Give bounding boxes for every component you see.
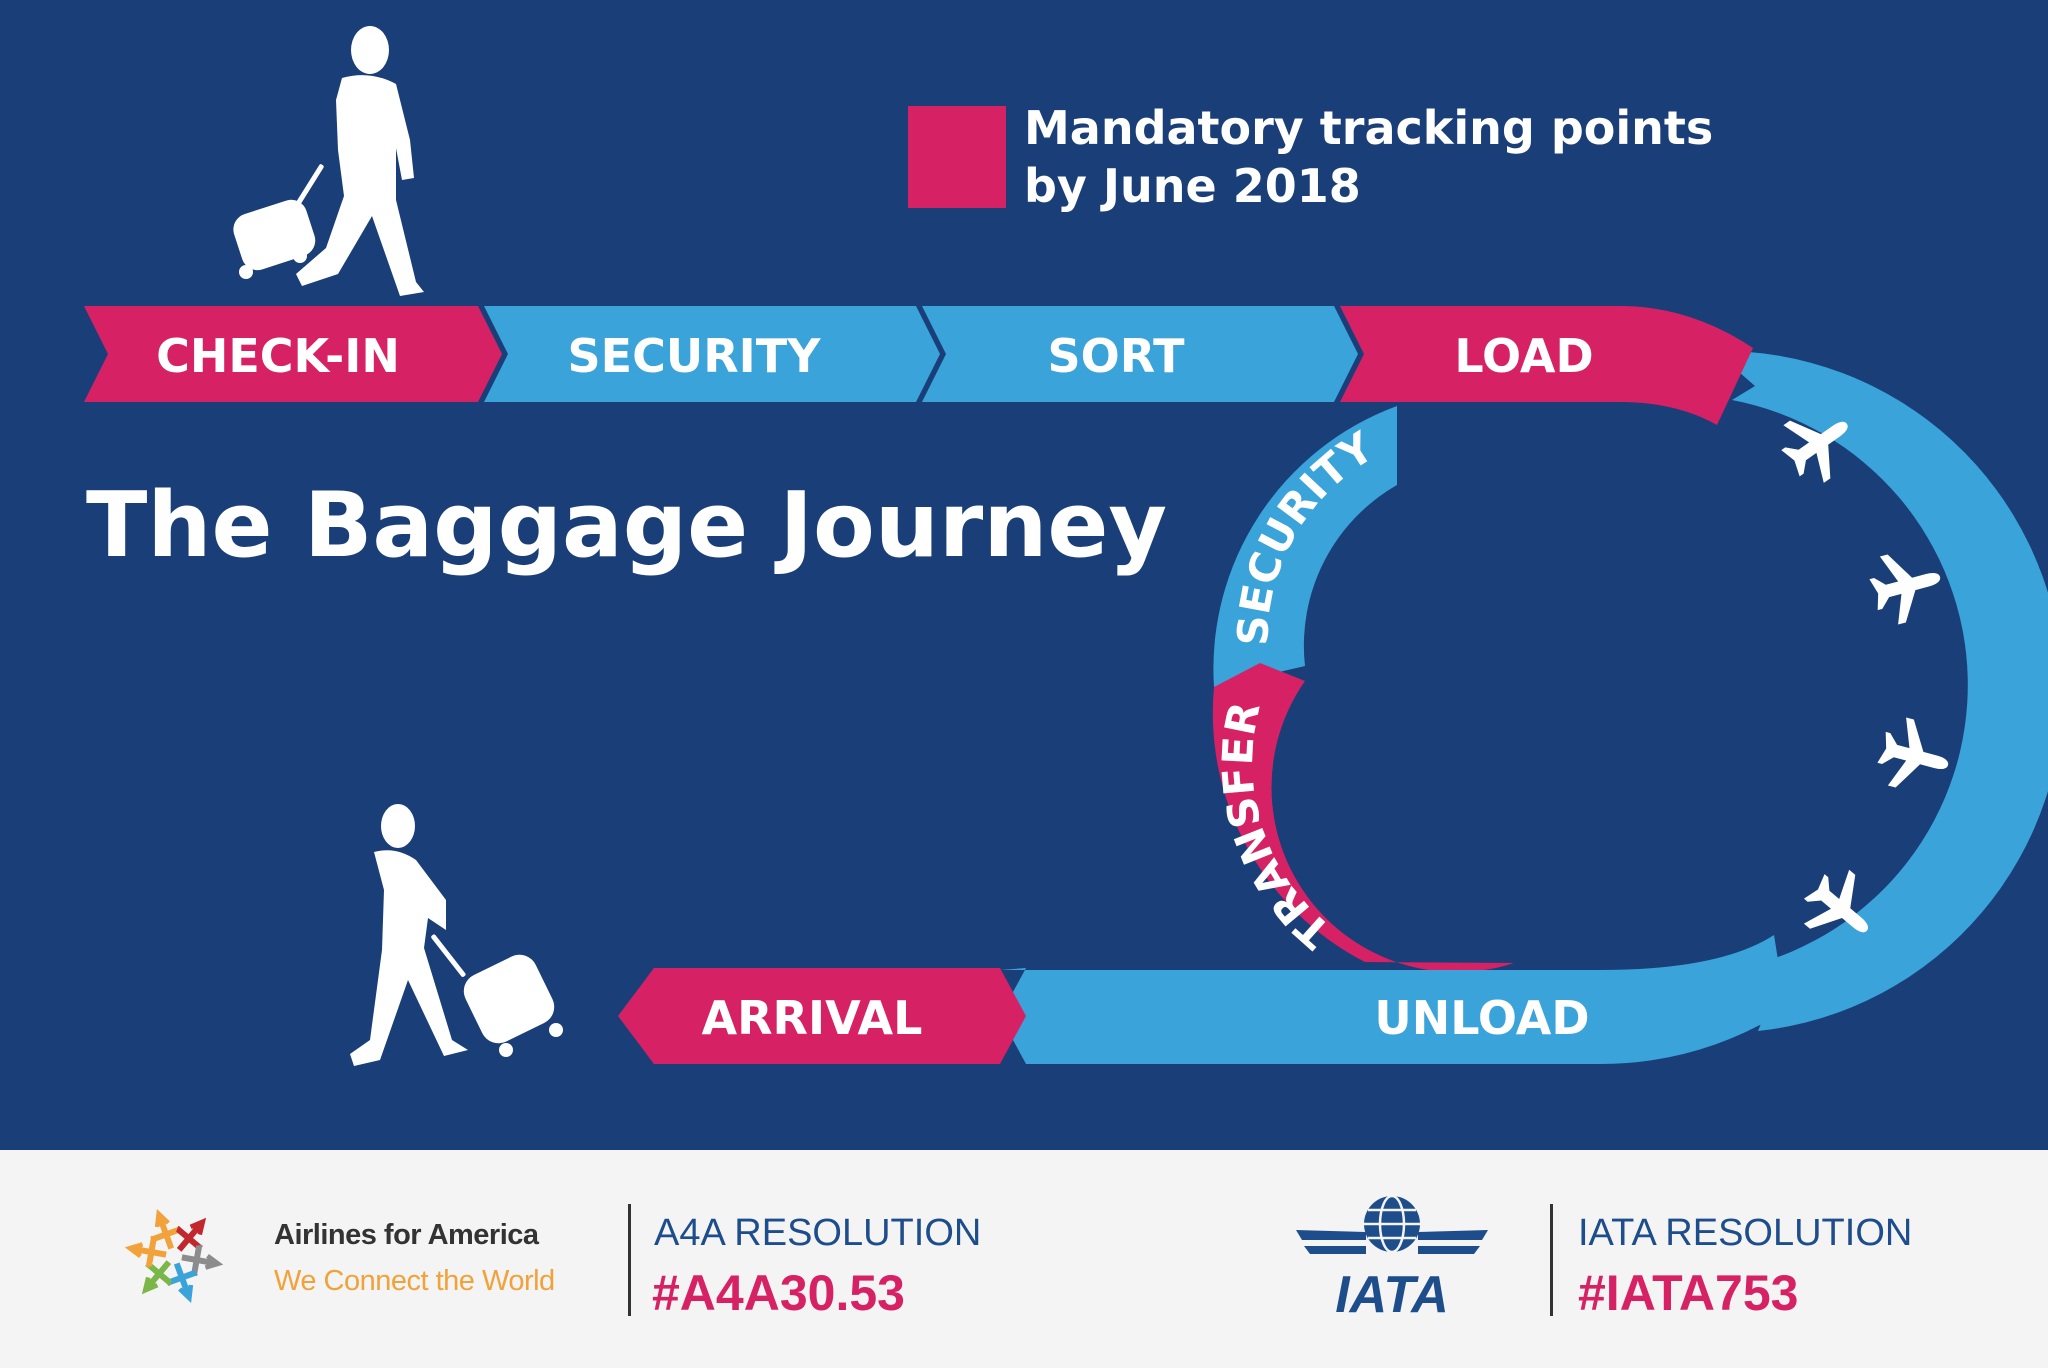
airplane-icon [1877,717,1949,788]
airplane-icon [1869,554,1941,625]
a4a-tagline: We Connect the World [274,1265,555,1297]
iata-resolution-id: #IATA753 [1578,1265,1798,1321]
a4a-resolution-label: A4A RESOLUTION [654,1212,981,1254]
legend-line-1: Mandatory tracking points [1024,101,1713,155]
flight-route-arc [1715,350,2048,1031]
check-in-step [84,306,502,402]
load-step [1340,306,1753,425]
security-step [484,306,940,402]
airplane-icon [1781,420,1848,483]
arriving-traveler-icon [350,804,563,1066]
a4a-logo [124,1209,224,1303]
legend-swatch [908,106,1006,208]
navy-background [0,0,2048,1150]
legend-line-2: by June 2018 [1024,159,1361,213]
departing-traveler-icon [233,26,424,296]
page-title: The Baggage Journey [86,473,1167,578]
security-loop-segment [1213,406,1397,687]
unload-label: UNLOAD [1374,991,1589,1045]
footer-bar [0,1150,2048,1368]
transfer-segment [1212,663,1514,973]
check-in-label: CHECK-IN [156,329,400,383]
unload-step [1000,935,1786,1064]
sort-label: SORT [1048,329,1186,383]
a4a-name: Airlines for America [274,1219,540,1251]
iata-logo: IATA [1296,1194,1488,1324]
security-label: SECURITY [568,329,822,383]
sort-step [922,306,1358,402]
load-label: LOAD [1454,329,1593,383]
a4a-resolution-id: #A4A30.53 [652,1265,905,1321]
iata-wordmark: IATA [1335,1266,1449,1324]
divider [1550,1204,1553,1316]
iata-resolution-label: IATA RESOLUTION [1578,1212,1912,1254]
divider [628,1204,631,1316]
airplane-icon [1803,869,1869,933]
arrival-step [618,968,1026,1064]
arrival-label: ARRIVAL [702,991,923,1045]
